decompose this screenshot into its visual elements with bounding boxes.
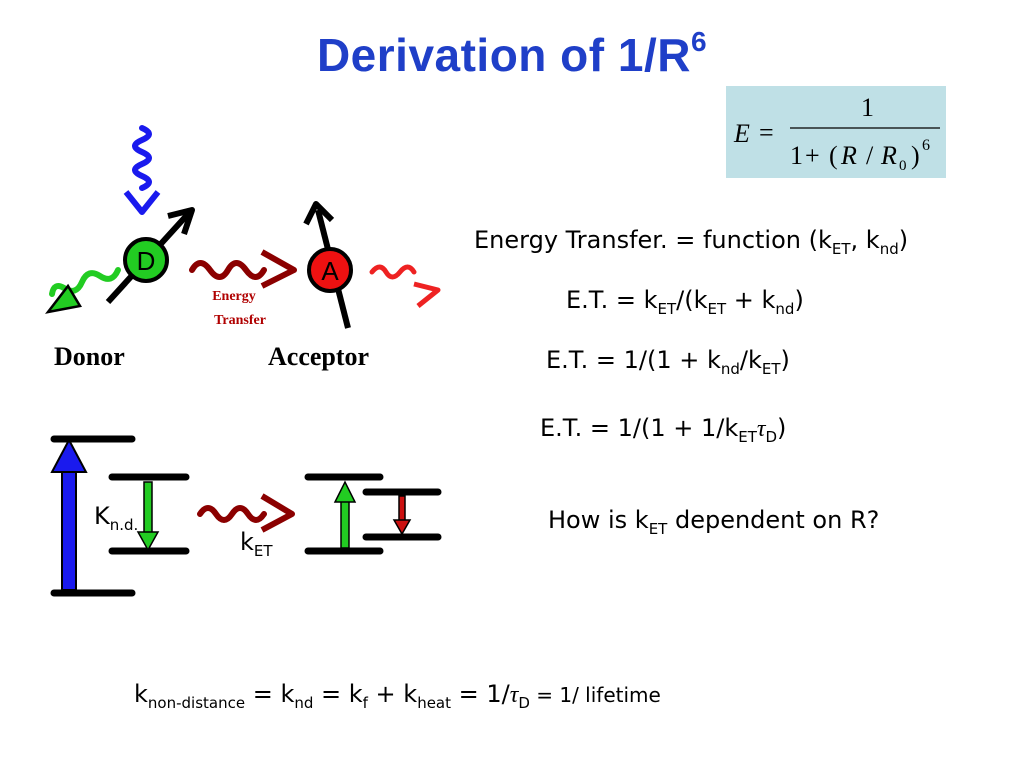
acceptor-decay-arrowhead-icon	[392, 519, 412, 536]
bottom-tau: τ	[509, 682, 519, 708]
knd-label: Kn.d.	[94, 502, 138, 534]
donor-decay-bar	[143, 481, 153, 535]
question-s1: ET	[648, 519, 668, 538]
donor-circle	[123, 237, 169, 283]
formula-numerator: 1	[861, 93, 874, 122]
acceptor-emission-wave-icon	[369, 264, 417, 280]
acceptor-circle-label: A	[321, 256, 339, 286]
eq1-a: Energy Transfer. = function (k	[474, 226, 832, 254]
bottom-k1: k	[134, 680, 148, 708]
eq1-s2: nd	[879, 239, 899, 258]
bottom-definition: knon-distance = knd = kf + kheat = 1/τD …	[134, 680, 661, 712]
ket-label: kET	[240, 528, 273, 560]
energy-level-diagram	[50, 435, 442, 597]
eq2-c: + k	[726, 286, 776, 314]
equation-line-4: E.T. = 1/(1 + 1/kETτD)	[540, 414, 786, 446]
donor-acceptor-diagram: D Energy Transfer A	[45, 125, 441, 329]
eq2-s3: nd	[775, 299, 795, 318]
energy-transfer-label-2: Transfer	[214, 313, 266, 328]
donor-circle-label: D	[137, 246, 156, 276]
eq4-tau: τ	[756, 416, 766, 442]
formula-plus: +	[805, 141, 820, 170]
eq3-b: /k	[739, 346, 762, 374]
acceptor-label: Acceptor	[268, 342, 370, 371]
formula-close-paren: )	[911, 141, 920, 170]
eq3-a: E.T. = 1/(1 + k	[546, 346, 721, 374]
eq4-a: E.T. = 1/(1 + 1/k	[540, 414, 739, 442]
donor-emission-wave-icon	[49, 267, 121, 297]
bottom-s4: heat	[417, 693, 451, 712]
bottom-eq4: = 1/	[451, 680, 510, 708]
formula-denominator-one: 1	[790, 141, 803, 170]
efficiency-formula: E = 1 1 + ( R / R 0 ) 6	[733, 93, 940, 174]
eq1-c: )	[898, 226, 909, 254]
ket-sub: ET	[253, 541, 273, 560]
eq2-s2: ET	[707, 299, 727, 318]
eq2-d: )	[794, 286, 804, 314]
question-line: How is kET dependent on R?	[548, 506, 879, 538]
donor-label: Donor	[54, 342, 125, 371]
bottom-s2: nd	[294, 693, 314, 712]
equation-line-1: Energy Transfer. = function (kET, knd)	[474, 226, 908, 258]
formula-slash: /	[866, 141, 874, 170]
bottom-eq3: + k	[367, 680, 418, 708]
ket-main: k	[240, 528, 254, 556]
acceptor-excitation-bar	[340, 499, 350, 549]
equation-line-3: E.T. = 1/(1 + knd/kET)	[546, 346, 790, 378]
energy-transfer-wave-icon	[189, 260, 267, 280]
absorption-arrowhead-icon	[123, 190, 161, 215]
knd-sub: n.d.	[109, 515, 139, 534]
acceptor-dipole-arrowhead-icon	[303, 201, 335, 226]
donor-decay-arrowhead-icon	[136, 531, 160, 552]
eq2-b: /(k	[676, 286, 708, 314]
energy-transfer-label-1: Energy	[212, 289, 256, 304]
eq3-s2: ET	[761, 359, 781, 378]
eq4-s2: D	[765, 427, 778, 446]
formula-open-paren: (	[829, 141, 838, 170]
title-text: Derivation of 1/R	[316, 29, 691, 81]
formula-R0: R	[880, 141, 897, 170]
acceptor-circle	[307, 247, 353, 293]
ket-transfer-arrowhead-icon	[260, 493, 295, 533]
energy-transfer-arrowhead-icon	[260, 249, 297, 289]
bottom-s5: D	[518, 693, 530, 712]
eq3-c: )	[780, 346, 790, 374]
question-b: dependent on R?	[667, 506, 880, 534]
equation-line-2: E.T. = kET/(kET + knd)	[566, 286, 804, 318]
eq4-s1: ET	[738, 427, 757, 446]
acceptor-excitation-arrowhead-icon	[333, 480, 357, 503]
bottom-eq1: = k	[245, 680, 295, 708]
eq1-b: , k	[850, 226, 880, 254]
formula-exponent: 6	[922, 137, 930, 154]
formula-R: R	[840, 141, 857, 170]
eq2-a: E.T. = k	[566, 286, 658, 314]
knd-main: K	[94, 502, 110, 530]
bottom-s1: non-distance	[147, 693, 246, 712]
formula-lhs: E	[733, 119, 750, 148]
acceptor-emission-arrowhead-icon	[413, 281, 441, 308]
title-superscript: 6	[690, 25, 708, 57]
bottom-eq2: = k	[313, 680, 363, 708]
eq4-c: )	[777, 414, 787, 442]
donor-emission-arrowhead-icon	[45, 283, 82, 314]
formula-equals: =	[759, 118, 774, 147]
absorption-wave-icon	[132, 125, 152, 191]
eq2-s1: ET	[657, 299, 677, 318]
formula-R0-sub: 0	[899, 158, 907, 174]
absorption-bar-arrowhead-icon	[50, 437, 88, 473]
eq3-s1: nd	[720, 359, 740, 378]
eq1-s1: ET	[831, 239, 851, 258]
absorption-bar	[61, 467, 77, 591]
slide-title: Derivation of 1/R6	[0, 25, 1024, 82]
acceptor-decay-bar	[398, 495, 406, 523]
bottom-tail: = 1/ lifetime	[529, 683, 661, 707]
bottom-s3: f	[362, 693, 368, 712]
efficiency-formula-box: E = 1 1 + ( R / R 0 ) 6	[726, 86, 946, 178]
question-a: How is k	[548, 506, 649, 534]
donor-dipole-arrowhead-icon	[167, 207, 195, 235]
ket-transfer-wave-icon	[197, 505, 267, 523]
